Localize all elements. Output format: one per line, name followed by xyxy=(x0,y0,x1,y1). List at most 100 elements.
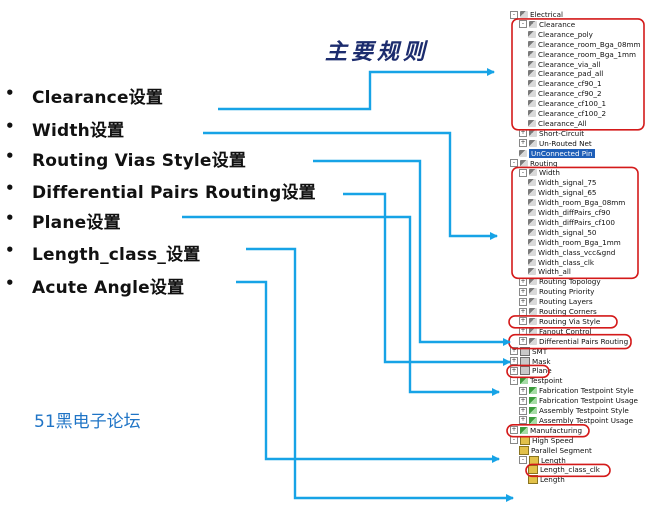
tree-item[interactable]: +Assembly Testpoint Usage xyxy=(519,416,633,425)
rule-rule-icon xyxy=(528,209,536,216)
rule-rule-icon xyxy=(520,159,528,167)
rule-rule-icon xyxy=(529,327,537,335)
tree-item[interactable]: Width_class_clk xyxy=(528,258,594,267)
green-rule-icon xyxy=(529,416,537,424)
tree-item[interactable]: -Routing xyxy=(510,159,558,168)
rule-rule-icon xyxy=(528,40,536,48)
expand-icon[interactable]: + xyxy=(510,366,518,375)
tree-item[interactable]: Width_room_Bga_1mm xyxy=(528,238,621,247)
tree-item[interactable]: +Short-Circuit xyxy=(519,129,584,138)
tree-item[interactable]: Width_room_Bga_08mm xyxy=(528,198,625,207)
tree-item[interactable]: +SMT xyxy=(510,346,547,356)
expand-icon[interactable]: + xyxy=(519,129,527,138)
tree-item[interactable]: - Length xyxy=(519,455,566,465)
tree-item-label: Un-Routed Net xyxy=(539,138,592,148)
tree-item-label: Routing Topology xyxy=(539,277,601,287)
tree-item-label: Width_all xyxy=(538,267,571,277)
tree-item-label: Length xyxy=(541,455,566,465)
expand-icon[interactable]: + xyxy=(519,416,527,425)
arrow-diff-pairs xyxy=(343,192,511,366)
tree-item[interactable]: Length xyxy=(528,475,565,485)
tree-item[interactable]: Parallel Segment xyxy=(519,445,592,455)
expand-icon[interactable]: + xyxy=(519,386,527,395)
expand-icon[interactable]: + xyxy=(510,347,518,356)
expand-icon[interactable]: + xyxy=(519,307,527,316)
tree-item[interactable]: - Width xyxy=(519,168,560,177)
expand-icon[interactable]: + xyxy=(519,406,527,415)
tree-item[interactable]: +Assembly Testpoint Style xyxy=(519,406,629,415)
tree-item[interactable]: Clearance_via_all xyxy=(528,60,600,69)
tree-item[interactable]: + Routing Priority xyxy=(519,287,594,296)
tree-item[interactable]: + Un-Routed Net xyxy=(519,139,592,148)
expand-icon[interactable]: + xyxy=(510,357,518,365)
tree-item[interactable]: +Routing Via Style xyxy=(519,317,600,326)
tree-item[interactable]: -High Speed xyxy=(510,435,573,445)
expand-icon[interactable]: + xyxy=(519,317,527,326)
tree-item[interactable]: + Routing Topology xyxy=(519,277,601,286)
tree-item[interactable]: Width_diffPairs_cf100 xyxy=(528,218,615,227)
expand-icon[interactable]: + xyxy=(519,277,527,286)
tree-item[interactable]: Width_signal_50 xyxy=(528,228,596,237)
rule-rule-icon xyxy=(529,278,537,286)
tree-item[interactable]: Width_signal_65 xyxy=(528,188,596,197)
arrow-routing-via-style xyxy=(313,159,511,346)
tree-item-label: Clearance_poly xyxy=(538,29,593,39)
expand-icon[interactable]: + xyxy=(519,139,527,148)
tree-item[interactable]: +Routing Layers xyxy=(519,297,593,306)
tree-item[interactable]: +Plane xyxy=(510,366,552,376)
tree-item[interactable]: +Mask xyxy=(510,356,551,366)
tree-item[interactable]: Clearance_pad_all xyxy=(528,69,603,78)
tree-item[interactable]: Clearance_cf100_2 xyxy=(528,109,606,118)
tree-item[interactable]: +Fanout Control xyxy=(519,327,591,336)
tree-item[interactable]: Clearance_All xyxy=(528,119,587,128)
collapse-icon[interactable]: - xyxy=(510,376,518,385)
rule-rule-icon xyxy=(529,308,537,315)
len-rule-icon xyxy=(528,465,538,475)
tree-item[interactable]: +Differential Pairs Routing xyxy=(519,337,628,346)
tree-item-label: Clearance xyxy=(539,19,576,29)
tree-item[interactable]: Clearance_cf90_2 xyxy=(528,89,602,98)
collapse-icon[interactable]: - xyxy=(519,20,527,29)
tree-item-label: Clearance_cf90_2 xyxy=(538,89,602,99)
tree-item[interactable]: Width_diffPairs_cf90 xyxy=(528,208,610,217)
rule-rule-icon xyxy=(528,50,536,58)
tree-item[interactable]: Clearance_room_Bga_08mm xyxy=(528,40,641,49)
cat-rule-icon xyxy=(520,346,530,356)
expand-icon[interactable]: + xyxy=(519,327,527,336)
collapse-icon[interactable]: - xyxy=(510,159,518,167)
collapse-icon[interactable]: - xyxy=(519,168,527,177)
tree-item[interactable]: + Routing Corners xyxy=(519,307,597,316)
rule-rule-icon xyxy=(528,189,536,197)
tree-item-label: Routing Corners xyxy=(539,307,597,316)
expand-icon[interactable]: + xyxy=(519,297,527,306)
tree-item[interactable]: UnConnected Pin xyxy=(519,148,595,158)
collapse-icon[interactable]: - xyxy=(519,456,527,464)
tree-item[interactable]: Clearance_cf90_1 xyxy=(528,79,602,88)
tree-item-label: Width_diffPairs_cf90 xyxy=(538,208,611,217)
tree-item[interactable]: Width_signal_75 xyxy=(528,178,596,187)
rule-rule-icon xyxy=(528,199,536,207)
tree-item[interactable]: Clearance_poly xyxy=(528,30,593,39)
tree-item[interactable]: - Clearance xyxy=(519,20,575,29)
tree-item[interactable]: Clearance_room_Bga_1mm xyxy=(528,50,636,59)
tree-item[interactable]: Clearance_cf100_1 xyxy=(528,99,606,108)
expand-icon[interactable]: + xyxy=(519,337,527,346)
collapse-icon[interactable]: - xyxy=(510,436,518,445)
expand-icon[interactable]: + xyxy=(510,426,518,435)
tree-item[interactable]: +Manufacturing xyxy=(510,426,582,435)
tree-item[interactable]: Width_all xyxy=(528,267,571,276)
tree-item[interactable]: Width_class_vcc&gnd xyxy=(528,248,615,257)
tree-item[interactable]: Length_class_clk xyxy=(528,465,600,475)
tree-item[interactable]: +Fabrication Testpoint Style xyxy=(519,386,634,395)
collapse-icon[interactable]: - xyxy=(510,10,518,19)
expand-icon[interactable]: + xyxy=(519,396,527,405)
tree-item-label: Width xyxy=(539,168,560,178)
main-rules-title: 主要规则 xyxy=(325,39,430,65)
tree-item-label: Routing Priority xyxy=(539,287,595,297)
tree-item-label: Clearance_All xyxy=(538,118,587,128)
expand-icon[interactable]: + xyxy=(519,287,527,296)
tree-item[interactable]: -Electrical xyxy=(510,10,563,19)
bullet-glyph: • xyxy=(5,84,15,102)
tree-item[interactable]: +Fabrication Testpoint Usage xyxy=(519,396,638,405)
tree-item[interactable]: -Testpoint xyxy=(510,376,562,385)
